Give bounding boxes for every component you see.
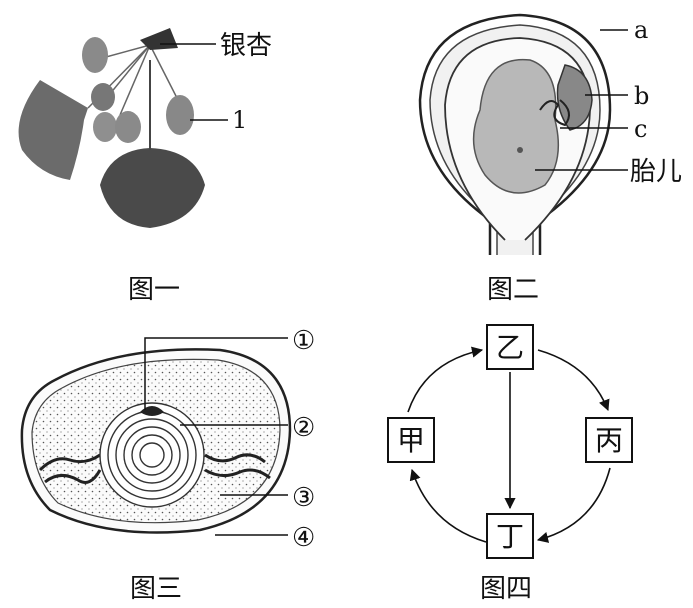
label-ginkgo: 银杏 [220, 31, 272, 61]
arrow-yi-to-bing [537, 349, 610, 412]
node-yi: 乙 [486, 324, 534, 370]
ginkgo-leaf-left [18, 80, 89, 180]
label-circle-3: ③ [292, 483, 315, 513]
label-circle-4: ④ [292, 523, 315, 553]
caption-figure4: 图四 [480, 574, 532, 604]
chalaza [38, 453, 102, 484]
ginkgo-leaf-bottom [100, 148, 205, 228]
svg-text:丙: 丙 [595, 424, 623, 457]
fetus [472, 58, 560, 194]
arrow-bing-to-ding [536, 467, 611, 543]
label-figure1-1: 1 [232, 106, 247, 134]
figure4-cycle: 乙 丙 丁 甲 图四 [387, 324, 633, 604]
caption-figure1: 图一 [128, 275, 180, 305]
arrow-ding-to-jia [409, 468, 487, 543]
label-circle-1: ① [292, 326, 315, 356]
umbilical-cord [539, 99, 570, 127]
svg-text:甲: 甲 [397, 424, 425, 457]
label-fetus: 胎儿 [630, 157, 682, 187]
ginkgo-seed [115, 111, 141, 143]
label-a: a [634, 16, 648, 44]
label-b: b [634, 82, 649, 110]
node-jia: 甲 [387, 417, 435, 463]
svg-text:乙: 乙 [496, 331, 524, 364]
label-c: c [634, 115, 647, 143]
figure3-egg: ① ② ③ ④ 图三 [20, 326, 315, 604]
caption-figure2: 图二 [487, 275, 539, 305]
svg-text:丁: 丁 [496, 520, 524, 553]
node-ding: 丁 [486, 513, 534, 559]
uterus-outer-wall [418, 13, 612, 255]
germinal-disc [140, 406, 164, 416]
node-bing: 丙 [585, 417, 633, 463]
caption-figure3: 图三 [130, 574, 182, 604]
ginkgo-seed [91, 83, 115, 111]
figure1-ginkgo: 银杏 1 图一 [18, 28, 272, 305]
label-circle-2: ② [292, 413, 315, 443]
ginkgo-seed [93, 112, 117, 142]
placenta [556, 64, 593, 131]
arrow-jia-to-yi [407, 346, 484, 413]
ginkgo-seed [82, 37, 108, 73]
figure2-uterus: a b c 胎儿 图二 [418, 13, 682, 305]
yolk [99, 402, 205, 508]
chalaza [204, 453, 271, 480]
ginkgo-seed-1 [166, 95, 194, 135]
